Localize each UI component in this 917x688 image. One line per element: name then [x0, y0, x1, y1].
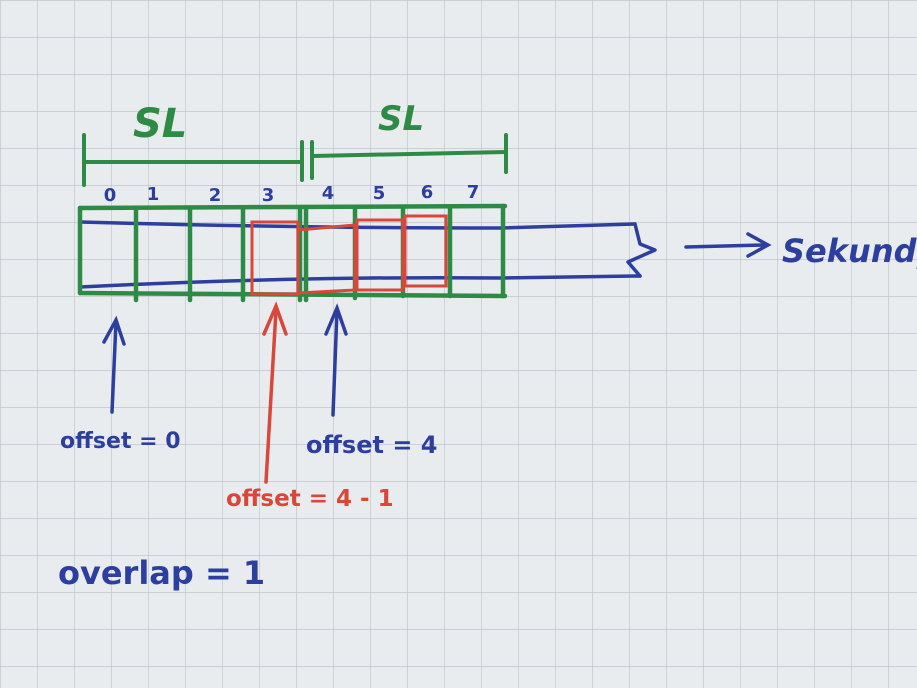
- cell-index-5: 5: [373, 183, 386, 204]
- segment-bracket-2: [310, 133, 508, 180]
- cell-index-labels: 0 1 2 3 4 5 6 7: [104, 182, 480, 206]
- arrow-target-label: Sekundy: [782, 232, 917, 270]
- up-arrow-offset-0-icon: [102, 315, 126, 414]
- cell-index-1: 1: [147, 184, 160, 205]
- cell-index-7: 7: [467, 182, 480, 203]
- segment-label-1: SL: [133, 101, 187, 147]
- up-arrow-offset-3-icon: [262, 301, 288, 484]
- up-arrow-offset-4-icon: [324, 303, 348, 417]
- cell-index-2: 2: [209, 185, 222, 206]
- offset-label-0: offset = 0: [60, 429, 181, 454]
- segment-label-2: SL: [378, 99, 424, 139]
- right-arrow-icon: [684, 232, 772, 258]
- cell-index-4: 4: [322, 183, 335, 204]
- overlap-window-red: [250, 214, 448, 296]
- cell-index-6: 6: [421, 182, 434, 203]
- cell-index-0: 0: [104, 185, 117, 206]
- cell-index-3: 3: [262, 185, 275, 206]
- offset-label-4: offset = 4: [306, 431, 437, 459]
- offset-label-4-minus-1: offset = 4 - 1: [226, 486, 394, 512]
- overlap-label: overlap = 1: [58, 554, 265, 592]
- segment-bracket-1: [82, 133, 304, 187]
